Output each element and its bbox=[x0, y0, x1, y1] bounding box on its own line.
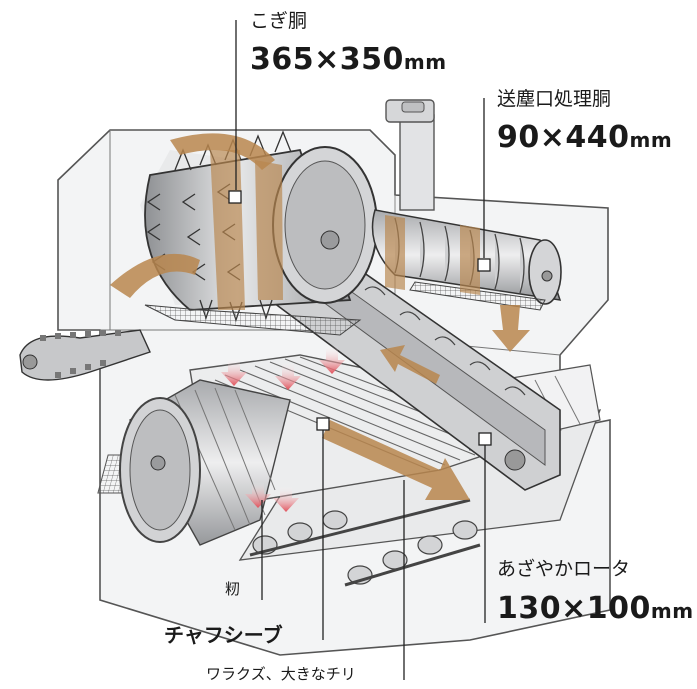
chaff-sieve-label: チャフシーブ bbox=[164, 623, 283, 647]
rotor-size: 130×100mm bbox=[497, 594, 694, 624]
marker-squares bbox=[228, 190, 492, 446]
conveyor-chain bbox=[19, 329, 151, 381]
threshing-drum-name: こぎ胴 bbox=[250, 10, 308, 32]
dust-drum-size: 90×440mm bbox=[497, 123, 672, 153]
threshing-drum-size-value: 365×350 bbox=[250, 42, 404, 77]
threshing-drum-size-unit: mm bbox=[403, 50, 447, 74]
air-flow-arrows bbox=[221, 345, 345, 512]
rotor-name: あざやかロータ bbox=[497, 558, 631, 580]
dust-drum-size-unit: mm bbox=[629, 128, 673, 152]
exhaust-duct bbox=[385, 99, 435, 211]
threshing-drum-size: 365×350mm bbox=[250, 45, 447, 75]
rotor-size-value: 130×100 bbox=[497, 591, 651, 626]
winnowing-fan bbox=[119, 379, 291, 546]
grain-label: 籾 bbox=[225, 580, 241, 598]
dust-drum-name: 送塵口処理胴 bbox=[497, 88, 612, 110]
straw-label: ワラクズ、大きなチリ bbox=[206, 665, 356, 683]
leader-lines bbox=[235, 20, 486, 680]
dust-drum-size-value: 90×440 bbox=[497, 120, 630, 155]
rotor-size-unit: mm bbox=[650, 599, 694, 623]
